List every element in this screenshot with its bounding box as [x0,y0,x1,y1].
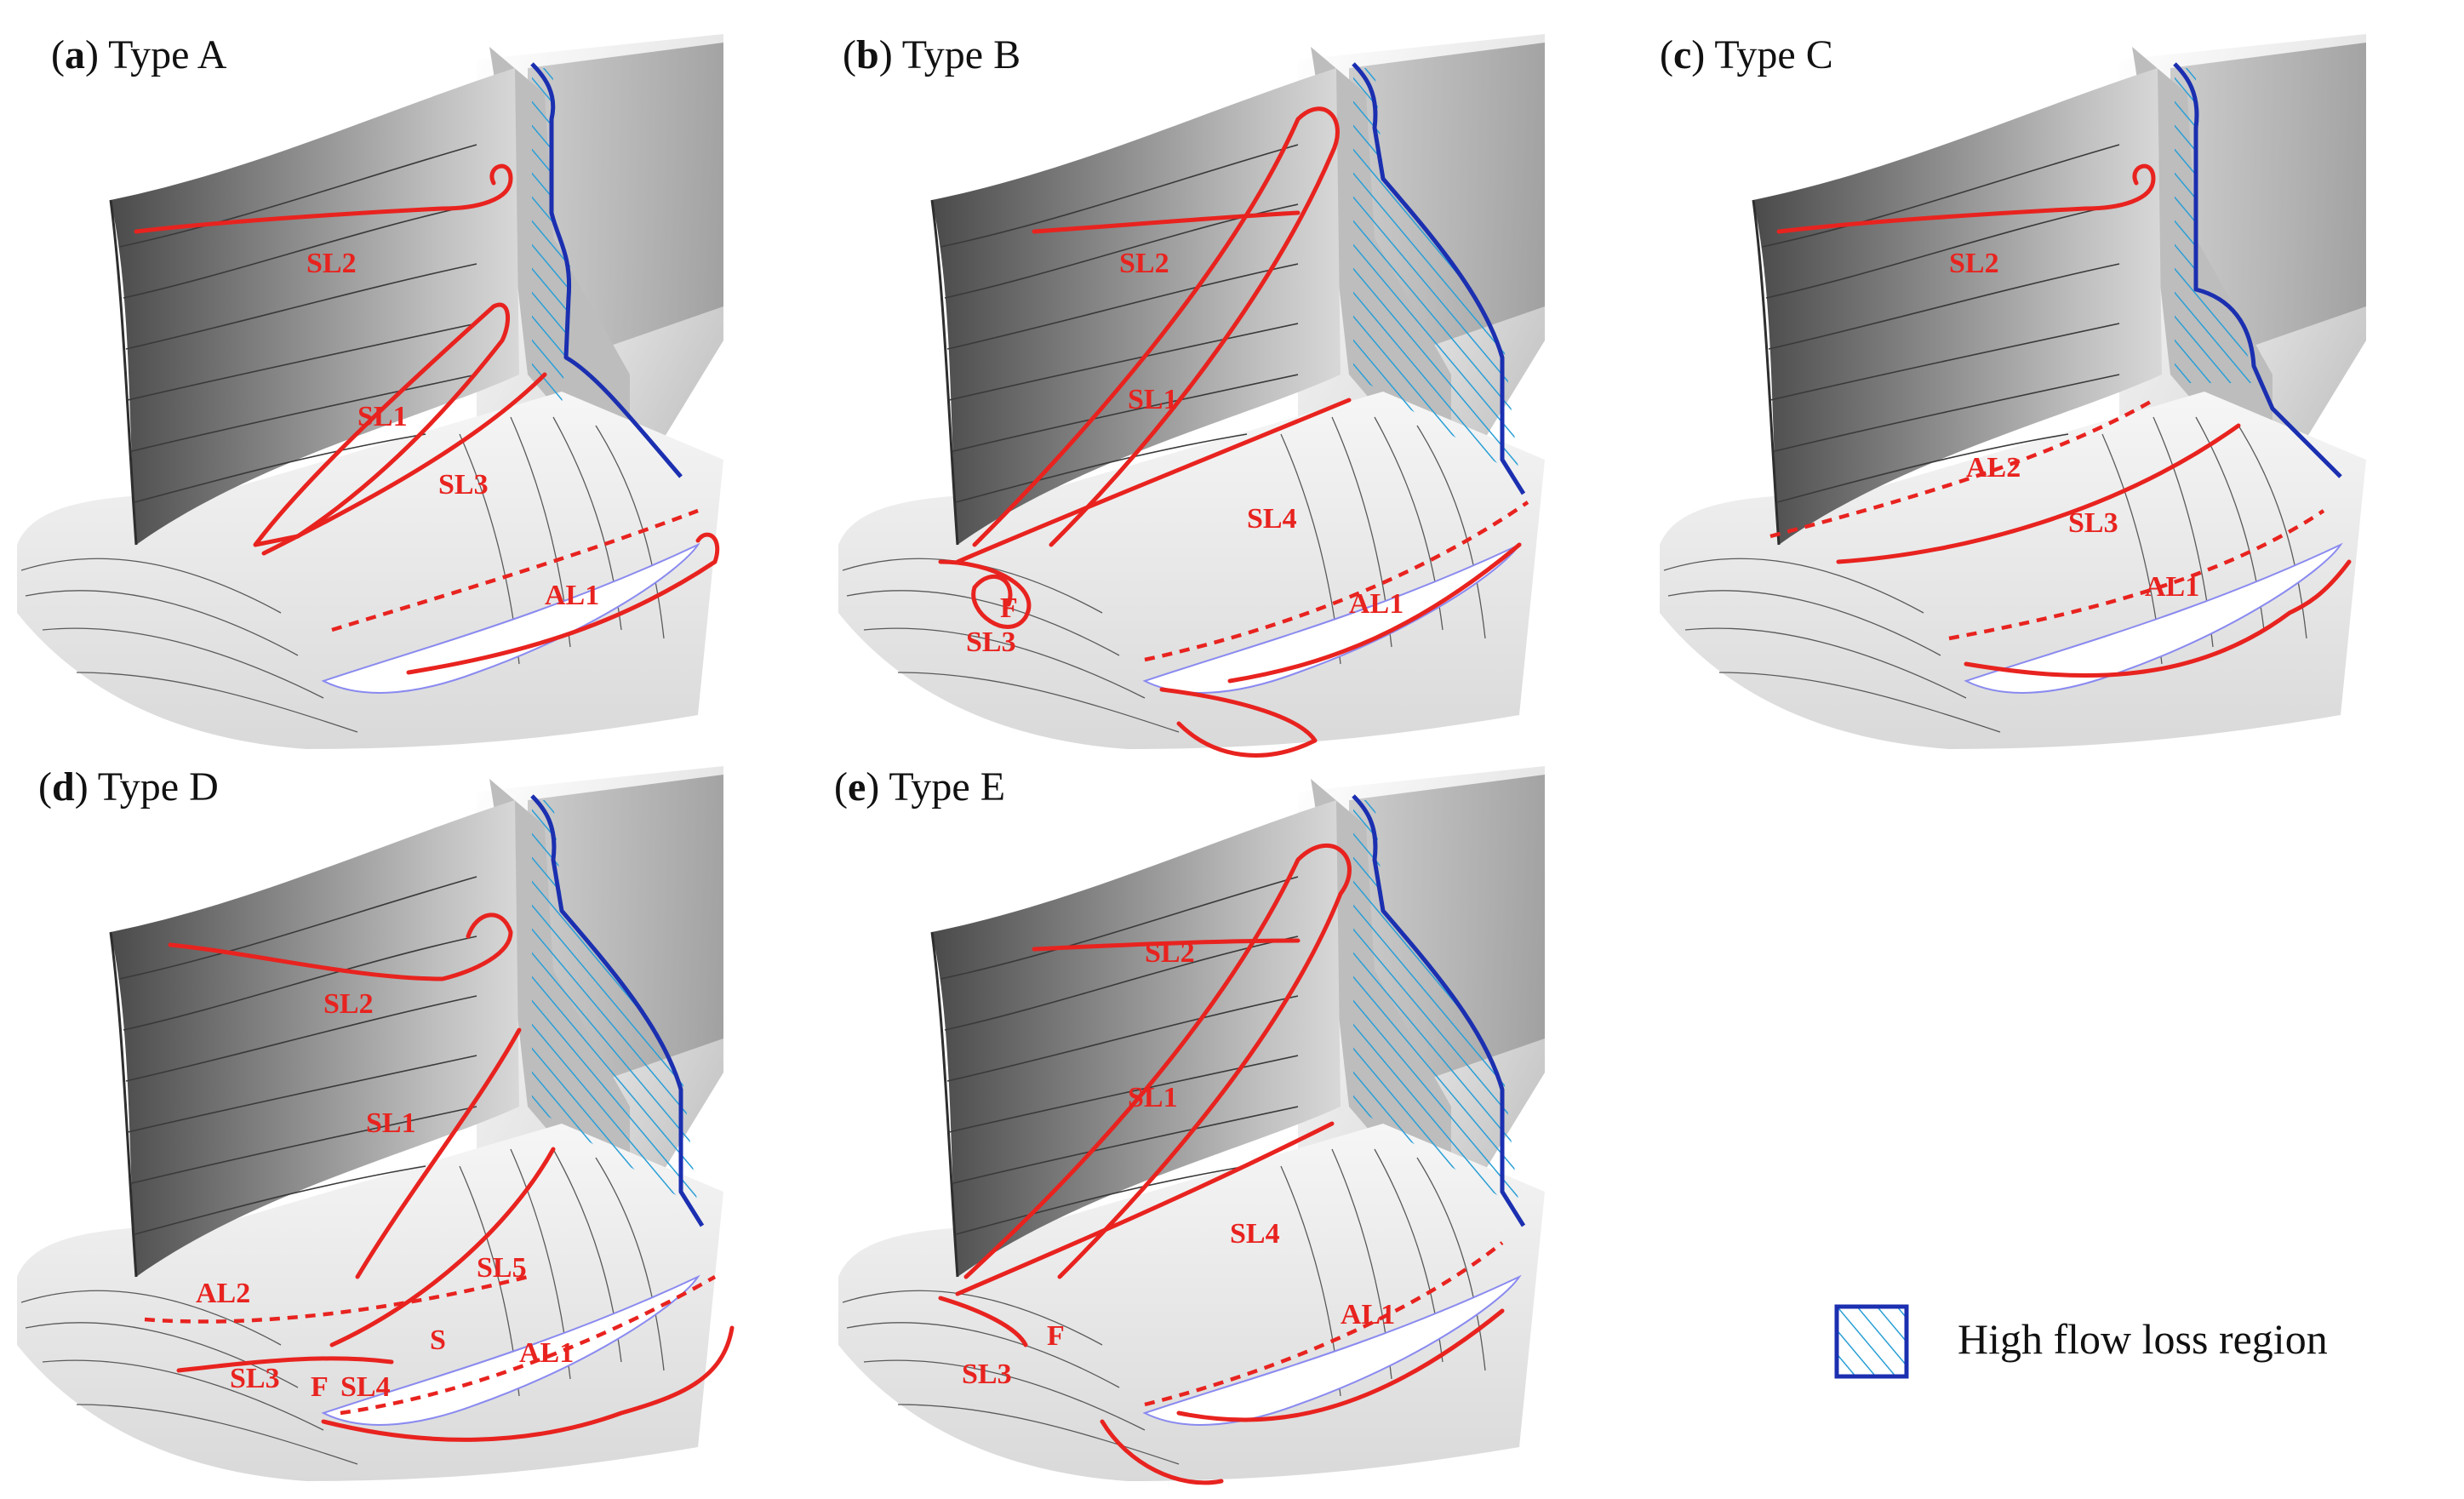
label-e-al1: AL1 [1341,1299,1395,1330]
label-b-sl1: SL1 [1128,384,1178,415]
panel-c: SL2 AL2 SL3 AL1 (c) Type C [1658,32,2368,751]
panel-b-title: (b) Type B [843,32,1020,77]
label-e-sl1: SL1 [1128,1082,1178,1113]
label-d-f: F [311,1371,329,1403]
label-c-sl2: SL2 [1949,248,1999,279]
label-e-sl3: SL3 [962,1359,1012,1390]
label-a-sl1: SL1 [357,401,408,432]
label-b-sl2: SL2 [1119,248,1169,279]
label-c-al2: AL2 [1966,452,2021,483]
label-d-sl3: SL3 [230,1363,280,1394]
label-c-sl3: SL3 [2068,507,2118,539]
label-d-sl5: SL5 [477,1252,527,1284]
legend-label: High flow loss region [1958,1315,2328,1363]
panel-e: SL2 SL1 SL4 F SL3 AL1 (e) Type E [834,764,1546,1485]
label-d-sl4: SL4 [340,1371,391,1403]
label-d-al2: AL2 [196,1278,250,1309]
label-a-al1: AL1 [545,580,599,611]
panel-e-title: (e) Type E [834,764,1005,810]
label-a-sl3: SL3 [438,469,489,501]
panel-a: SL2 SL1 SL3 AL1 (a) Type A [15,32,725,751]
label-e-f: F [1047,1320,1065,1352]
panel-b: SL2 SL1 SL4 AL1 F SL3 (b) Type B [837,32,1546,758]
label-d-s: S [430,1324,446,1356]
panel-c-title: (c) Type C [1660,32,1833,77]
label-d-al1: AL1 [519,1337,574,1369]
label-c-al1: AL1 [2145,571,2199,603]
label-b-sl4: SL4 [1247,503,1297,535]
panel-d-title: (d) Type D [38,764,219,810]
label-d-sl2: SL2 [323,988,374,1020]
label-b-sl3: SL3 [966,626,1016,658]
legend: High flow loss region [1834,1304,2328,1379]
label-b-f: F [1000,592,1018,624]
panel-a-title: (a) Type A [51,32,227,77]
panel-d: SL2 SL1 AL2 SL5 SL3 F SL4 S AL1 (d) Type… [15,764,735,1483]
label-e-sl2: SL2 [1145,937,1195,969]
label-a-sl2: SL2 [306,248,357,279]
legend-hatch-swatch [1834,1304,1909,1379]
label-e-sl4: SL4 [1230,1218,1280,1250]
label-d-sl1: SL1 [366,1107,416,1139]
label-b-al1: AL1 [1349,588,1404,620]
